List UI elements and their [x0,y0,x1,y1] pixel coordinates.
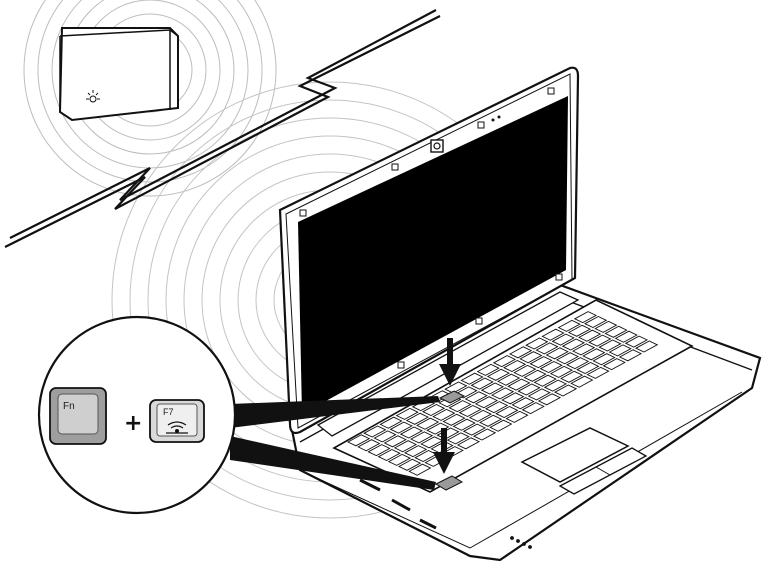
plus-symbol: + [124,411,142,436]
wireless-access-point-icon [60,28,178,120]
f7-key-label: F7 [163,407,174,417]
webcam-icon [431,140,443,152]
laptop [280,68,760,560]
fn-key[interactable]: Fn [50,388,106,444]
f7-key[interactable]: F7 [150,400,204,442]
fn-key-label: Fn [63,401,75,412]
key-combination-callout: Fn + F7 [39,317,235,513]
